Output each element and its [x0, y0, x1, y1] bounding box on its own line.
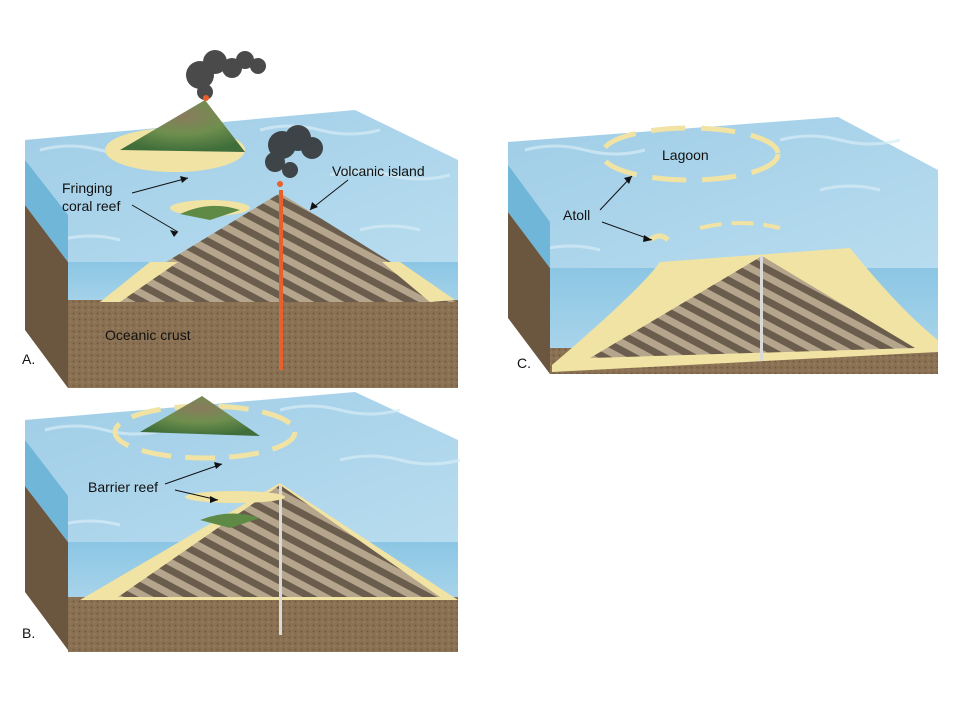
fringing-arrow-1	[131, 177, 189, 194]
panel-a-letter: A.	[22, 351, 35, 367]
panel-a-left-face	[25, 205, 68, 388]
oceanic-crust-label: Oceanic crust	[105, 327, 191, 343]
fringing-arrow-2	[131, 204, 179, 233]
atoll-arrow-1	[599, 175, 633, 211]
panel-c: Lagoon Atoll C.	[508, 117, 938, 374]
fringing-label-line2: coral reef	[62, 198, 120, 214]
panel-b-letter: B.	[22, 625, 35, 641]
panel-b: Barrier reef B.	[22, 392, 461, 652]
panel-b-distant-island	[140, 396, 260, 436]
panel-a-distant-island	[120, 100, 245, 152]
atoll-label: Atoll	[563, 207, 590, 223]
lagoon-label: Lagoon	[662, 147, 709, 163]
panel-a: Fringing coral reef Volcanic island Ocea…	[22, 50, 458, 388]
panel-a-magma-conduit	[279, 190, 283, 370]
panel-a-crust	[68, 300, 458, 388]
panel-c-volcano-cone	[590, 256, 915, 358]
panel-c-letter: C.	[517, 355, 531, 371]
fringing-label-line1: Fringing	[62, 180, 113, 196]
volcanic-island-arrow	[309, 179, 349, 211]
panel-a-smoke	[186, 50, 323, 178]
atoll-arrow-2	[601, 221, 653, 241]
panel-c-atoll-ring	[599, 125, 781, 183]
panel-b-crust	[68, 597, 458, 652]
panel-a-volcano-cone	[100, 193, 455, 302]
barrier-reef-label: Barrier reef	[88, 479, 158, 495]
volcanic-island-label: Volcanic island	[332, 163, 425, 179]
panel-b-water-surface	[25, 392, 458, 542]
barrier-arrow-1	[164, 463, 223, 485]
